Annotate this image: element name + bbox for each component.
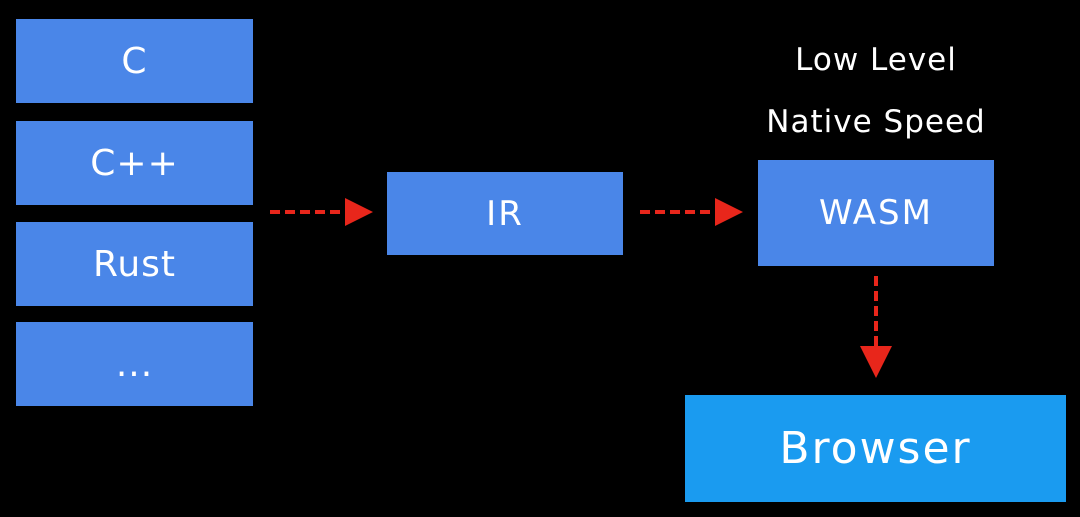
source-label: Rust [92,243,177,285]
source-label: C++ [90,142,179,184]
wasm-label: WASM [819,193,933,233]
browser-label: Browser [779,423,972,474]
ir-box: IR [387,172,623,255]
arrow-sources-to-ir [270,198,373,226]
source-box-cpp: C++ [16,121,253,205]
ir-label: IR [486,193,524,234]
source-label: ... [115,343,154,385]
source-box-c: C [16,19,253,103]
source-box-rust: Rust [16,222,253,306]
browser-box: Browser [685,395,1066,502]
source-box-more: ... [16,322,253,406]
arrow-ir-to-wasm [640,198,743,226]
arrow-wasm-to-browser [860,276,892,378]
wasm-caption-line-1: Low Level [795,42,957,78]
wasm-box: WASM [758,160,994,266]
wasm-caption-line-2: Native Speed [766,104,986,140]
source-label: C [121,40,148,82]
